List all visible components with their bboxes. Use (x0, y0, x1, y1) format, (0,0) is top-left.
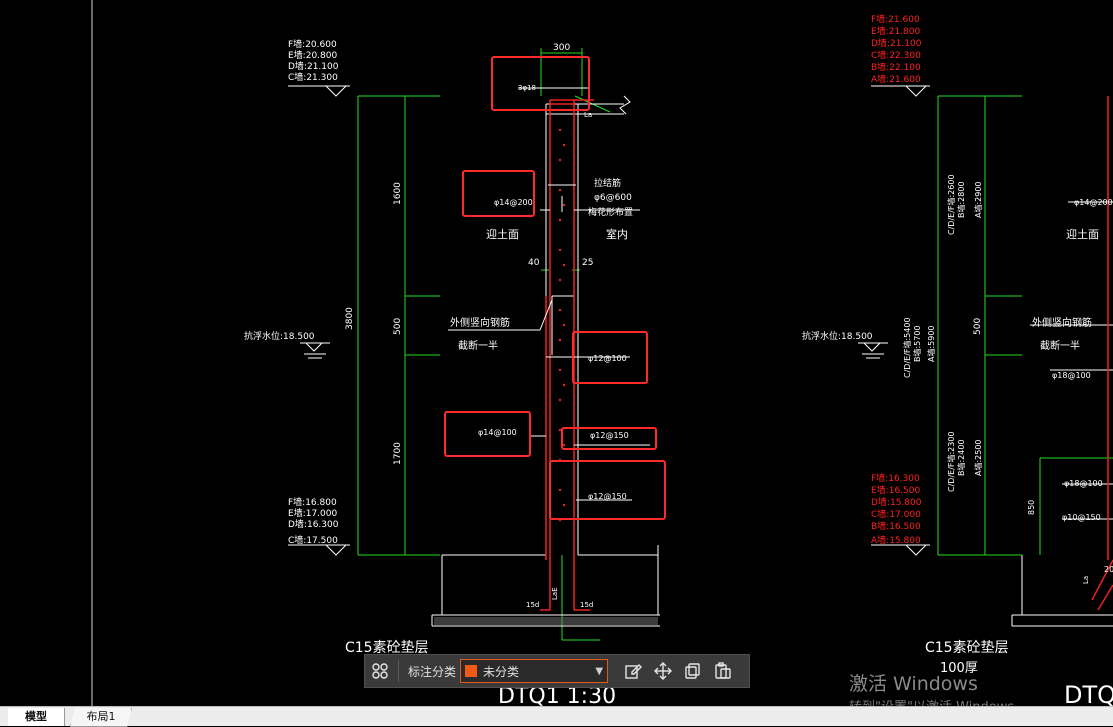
outer-bar-left-1: 外侧竖向钢筋 (450, 316, 510, 329)
bot-elev-1: F墙:16.800 (288, 496, 337, 508)
toolbar-separator (398, 660, 399, 682)
r-side-dim-5: B墙:5700 (912, 325, 922, 362)
r-section-title: DTQ (1064, 681, 1113, 706)
top-elev-4: C墙:21.300 (288, 71, 338, 83)
wall-width-dim: 300 (553, 43, 570, 53)
tie-bar-label: 拉结筋 (594, 177, 621, 189)
anchor-label: LaE (551, 587, 559, 600)
soil-side-left: 迎土面 (486, 228, 519, 241)
bot-elev-2: E墙:17.000 (288, 507, 337, 519)
bot-elev-3: D墙:16.300 (288, 518, 339, 530)
r-bar-a: φ14@200 (1074, 198, 1113, 207)
bar-top-label: 3φ18 (518, 84, 536, 92)
r-top-elev-3: D墙:21.100 (871, 37, 922, 49)
annotation-boxes (444, 56, 666, 520)
bar-e-label: φ12@150 (588, 492, 627, 501)
annotation-category-label: 标注分类 (408, 664, 457, 679)
r-side-dim-1: C/D/E/F墙:2600 (946, 174, 956, 235)
r-bot-elev-6: A墙:15.800 (871, 534, 921, 546)
copy-icon[interactable] (678, 656, 708, 686)
r-water-level: 抗浮水位:18.500 (802, 330, 873, 342)
grid-icon[interactable] (365, 656, 395, 686)
cover-right: 25 (582, 258, 593, 268)
chevron-down-icon: ▼ (595, 665, 604, 677)
r-top-elev-4: C墙:22.300 (871, 49, 921, 61)
tie-bar-spacing: φ6@600 (594, 193, 632, 203)
edit-icon[interactable] (618, 656, 648, 686)
r-dim-850: 850 (1027, 500, 1036, 515)
move-icon[interactable] (648, 656, 678, 686)
r-side-dim-4: C/D/E/F墙:5400 (902, 317, 912, 378)
category-color-swatch (465, 665, 478, 677)
r-side-dim-8: B墙:2400 (956, 439, 966, 476)
r-cushion-thk: 100厚 (940, 661, 978, 676)
outer-bar-left-2: 截断一半 (458, 339, 498, 352)
r-side-dim-6: A墙:5900 (926, 325, 936, 362)
section-title-left: DTQ1 1:30 (498, 684, 616, 706)
r-outer-bar-1: 外侧竖向钢筋 (1032, 316, 1092, 329)
annotation-box-bar-b[interactable] (572, 331, 648, 384)
r-side-dim-9: A墙:2500 (973, 439, 983, 476)
watermark-title: 激活 Windows (849, 673, 978, 695)
r-top-elev-5: B墙:22.100 (871, 61, 921, 73)
drawing-canvas[interactable]: F墙:20.600 E墙:20.800 D墙:21.100 C墙:21.300 … (0, 0, 1113, 706)
cushion-left: C15素砼垫层 (345, 640, 429, 656)
section-right: F墙:21.600 E墙:21.800 D墙:21.100 C墙:22.300 … (871, 13, 922, 546)
section-left: F墙:20.600 E墙:20.800 D墙:21.100 C墙:21.300 … (288, 38, 339, 546)
annotation-toolbar: 标注分类 未分类 ▼ (364, 654, 750, 688)
dim-1600: 1600 (393, 182, 403, 205)
tab-layout1[interactable]: 布局1 (70, 708, 132, 727)
bot-elev-4: C墙:17.500 (288, 534, 338, 546)
dim-500: 500 (393, 318, 403, 335)
top-elev-3: D墙:21.100 (288, 60, 339, 72)
bar-a-label: φ14@200 (494, 198, 533, 207)
tab-model[interactable]: 模型 (8, 708, 65, 726)
dim-1700: 1700 (393, 442, 403, 465)
r-outer-bar-2: 截断一半 (1040, 339, 1080, 352)
r-bot-elev-5: B墙:16.500 (871, 520, 921, 532)
r-bot-elev-3: D墙:15.800 (871, 496, 922, 508)
layout-tabbar: 模型 布局1 (0, 706, 1113, 727)
r-bar-c: φ18@100 (1064, 479, 1103, 488)
paste-icon[interactable] (708, 656, 738, 686)
indoor-left: 室内 (606, 227, 628, 241)
top-elev-1: F墙:20.600 (288, 38, 337, 50)
annotation-box-top[interactable] (491, 56, 590, 111)
bar-b-label: φ12@100 (588, 354, 627, 363)
hook-left-label: 15d (526, 601, 539, 609)
r-cushion: C15素砼垫层 (925, 640, 1009, 656)
r-bot-elev-4: C墙:17.000 (871, 508, 921, 520)
tie-bar-layout: 梅花形布置 (588, 206, 633, 218)
annotation-box-bar-d[interactable] (561, 427, 657, 450)
top-elev-2: E墙:20.800 (288, 49, 337, 61)
r-bot-elev-1: F墙:16.300 (871, 472, 920, 484)
category-selected-value: 未分类 (483, 664, 520, 679)
r-bar-d: φ10@150 (1062, 513, 1101, 522)
r-top-elev-1: F墙:21.600 (871, 13, 920, 25)
hook-right-label: 15d (580, 601, 593, 609)
r-top-elev-6: A墙:21.600 (871, 73, 921, 85)
r-side-dim-7: C/D/E/F墙:2300 (946, 431, 956, 492)
annotation-box-bar-e[interactable] (549, 460, 666, 520)
r-dim-20: 20 (1104, 565, 1113, 574)
total-height-dim: 3800 (345, 307, 355, 330)
r-lap: La (1082, 576, 1090, 584)
r-soil-side: 迎土面 (1066, 228, 1099, 241)
water-level-left: 抗浮水位:18.500 (244, 330, 315, 342)
lap-label-left: La (584, 111, 592, 119)
annotation-box-bar-c[interactable] (444, 411, 531, 457)
annotation-category-select[interactable]: 未分类 ▼ (460, 659, 609, 683)
r-top-elev-2: E墙:21.800 (871, 25, 920, 37)
r-mid-dim: 500 (973, 318, 983, 335)
cad-drawing: F墙:20.600 E墙:20.800 D墙:21.100 C墙:21.300 … (91, 0, 1113, 706)
r-side-dim-2: B墙:2800 (956, 181, 966, 218)
bar-d-label: φ12@150 (590, 431, 629, 440)
r-side-dim-3: A墙:2900 (973, 181, 983, 218)
annotation-box-bar-a[interactable] (462, 170, 535, 217)
bar-c-label: φ14@100 (478, 428, 517, 437)
r-bar-b: φ18@100 (1052, 371, 1091, 380)
r-bot-elev-2: E墙:16.500 (871, 484, 920, 496)
cover-left: 40 (528, 258, 540, 268)
